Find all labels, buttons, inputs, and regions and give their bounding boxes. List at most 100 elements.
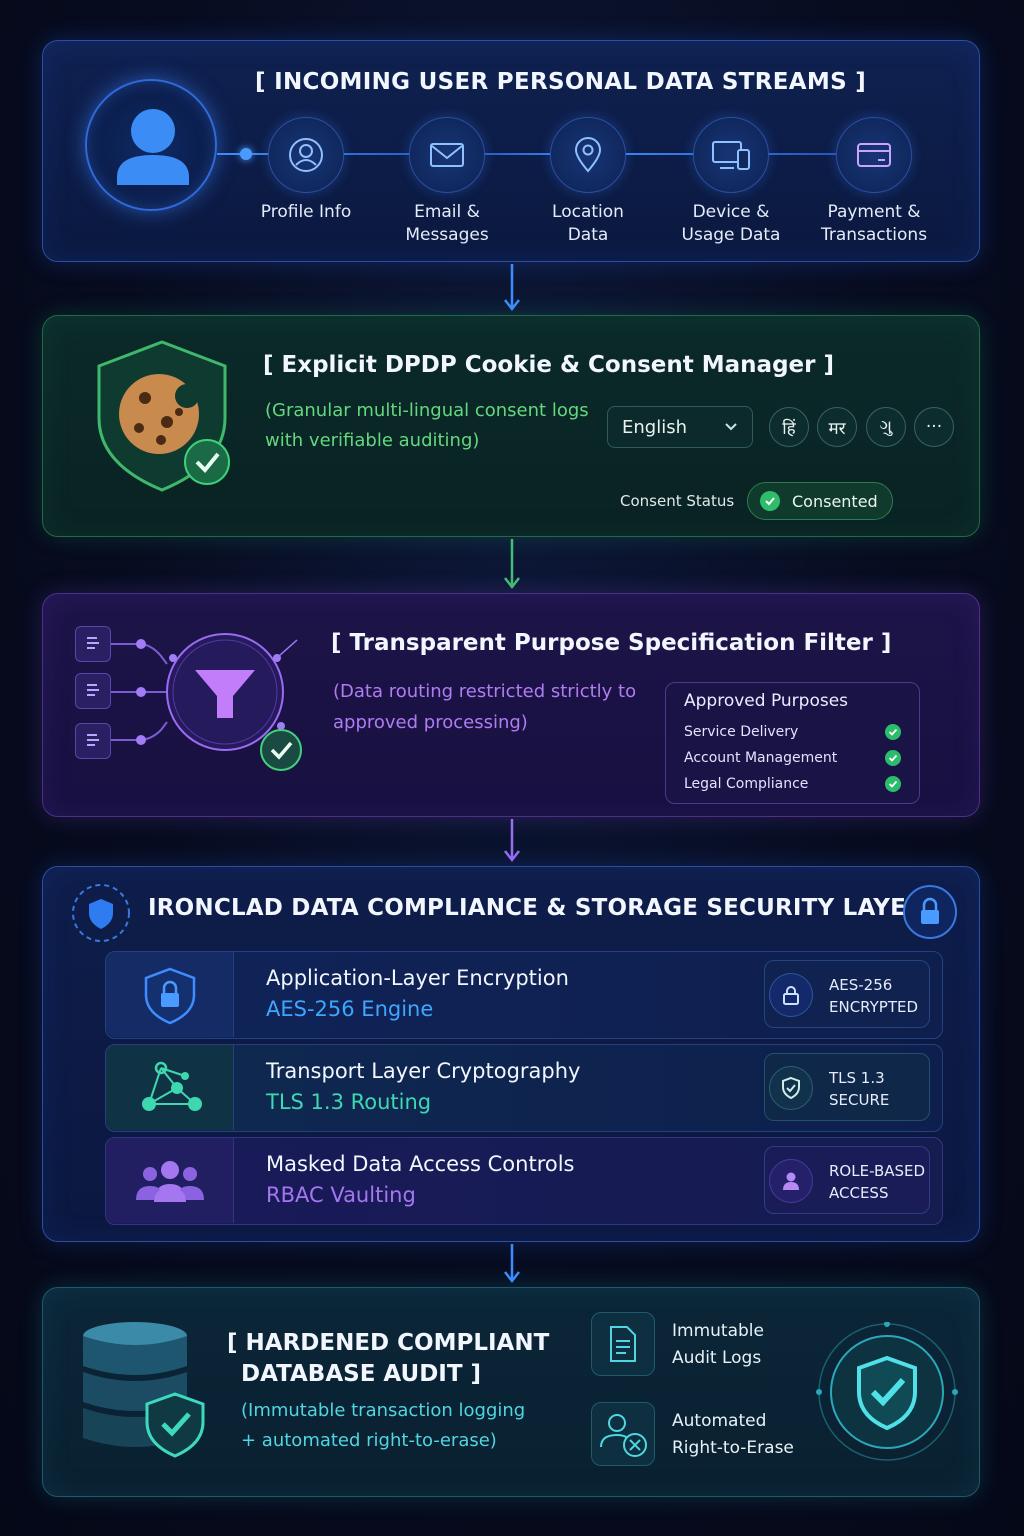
credit-card-icon [836, 117, 912, 193]
purpose-item-label: Service Delivery [684, 724, 799, 740]
language-selected-value: English [622, 416, 687, 438]
stream-label: Email & Messages [405, 202, 489, 245]
network-nodes-icon [106, 1045, 234, 1130]
badge-line: ROLE-BASED [829, 1162, 926, 1180]
data-streams-panel: [ INCOMING USER PERSONAL DATA STREAMS ] … [42, 40, 980, 262]
audit-title: [ HARDENED COMPLIANT DATABASE AUDIT ] [227, 1328, 549, 1390]
check-icon [885, 750, 901, 766]
stream-location-data: Location Data [518, 117, 658, 247]
flow-arrow [504, 264, 520, 312]
security-layer-panel: IRONCLAD DATA COMPLIANCE & STORAGE SECUR… [42, 866, 980, 1242]
language-select[interactable]: English [607, 406, 753, 448]
users-group-icon [106, 1138, 234, 1223]
feature-line: Immutable [672, 1321, 764, 1341]
feature-audit-logs: Immutable Audit Logs [672, 1318, 764, 1372]
document-icon [591, 1312, 655, 1376]
stream-label: Payment & Transactions [820, 202, 928, 245]
lock-icon [903, 885, 957, 939]
security-row-access: Masked Data Access Controls RBAC Vaultin… [105, 1137, 943, 1225]
purpose-item: Account Management [684, 745, 901, 771]
rbac-badge: ROLE-BASED ACCESS [764, 1146, 930, 1214]
flow-arrow [504, 819, 520, 863]
purpose-item-label: Legal Compliance [684, 776, 809, 792]
user-remove-icon [591, 1402, 655, 1466]
audit-title-line: DATABASE AUDIT ] [241, 1361, 482, 1387]
consent-status-value: Consented [792, 491, 878, 511]
consent-manager-panel: [ Explicit DPDP Cookie & Consent Manager… [42, 315, 980, 537]
stream-device-usage: Device & Usage Data [661, 117, 801, 247]
chevron-down-icon [725, 423, 737, 431]
stream-connector-line [217, 153, 837, 155]
security-row-transport: Transport Layer Cryptography TLS 1.3 Rou… [105, 1044, 943, 1132]
purpose-item-label: Account Management [684, 750, 838, 766]
shield-check-icon [769, 1066, 813, 1110]
audit-title-line: [ HARDENED COMPLIANT [227, 1330, 550, 1356]
stream-label: Location Data [552, 202, 624, 245]
badge-line: SECURE [829, 1091, 890, 1109]
stream-email-messages: Email & Messages [377, 117, 517, 247]
cookie-shield-icon [97, 340, 230, 492]
check-icon [885, 776, 901, 792]
purpose-filter-panel: [ Transparent Purpose Specification Filt… [42, 593, 980, 817]
shield-icon [72, 884, 130, 942]
database-shield-icon [83, 1322, 205, 1458]
badge-line: ACCESS [829, 1184, 889, 1202]
security-row-name: Application-Layer Encryption [266, 966, 569, 990]
more-languages-button[interactable]: ··· [914, 407, 954, 447]
security-row-sub: AES-256 Engine [266, 997, 434, 1021]
purpose-subtitle: (Data routing restricted strictly to app… [333, 681, 637, 733]
shield-lock-icon [106, 952, 234, 1037]
purpose-item: Service Delivery [684, 719, 901, 745]
language-chip-hindi[interactable]: हिं [769, 407, 809, 447]
audit-subtitle: (Immutable transaction logging + automat… [241, 1396, 525, 1456]
audit-subtitle-line: + automated right-to-erase) [241, 1430, 497, 1451]
stream-label: Device & Usage Data [681, 202, 781, 245]
security-row-name: Transport Layer Cryptography [266, 1059, 581, 1083]
document-icon [75, 626, 111, 662]
lock-icon [769, 973, 813, 1017]
approved-purposes-card: Approved Purposes Service Delivery Accou… [665, 682, 920, 804]
purpose-item: Legal Compliance [684, 771, 901, 797]
consent-status-badge: Consented [747, 482, 893, 520]
purpose-title: [ Transparent Purpose Specification Filt… [331, 630, 892, 656]
user-avatar [85, 79, 217, 211]
shield-check-icon [816, 1322, 958, 1461]
security-title: IRONCLAD DATA COMPLIANCE & STORAGE SECUR… [148, 895, 924, 921]
consent-title: [ Explicit DPDP Cookie & Consent Manager… [263, 352, 835, 378]
streams-title: [ INCOMING USER PERSONAL DATA STREAMS ] [255, 69, 867, 95]
stream-start-dot [240, 148, 252, 160]
envelope-icon [409, 117, 485, 193]
map-pin-icon [550, 117, 626, 193]
security-row-sub: TLS 1.3 Routing [266, 1090, 432, 1114]
feature-line: Right-to-Erase [672, 1438, 794, 1458]
audit-subtitle-line: (Immutable transaction logging [241, 1400, 526, 1421]
flow-arrow [504, 1244, 520, 1284]
badge-line: AES-256 [829, 976, 893, 994]
document-icon [75, 673, 111, 709]
stream-payment-transactions: Payment & Transactions [804, 117, 944, 247]
feature-line: Audit Logs [672, 1348, 762, 1368]
approved-purposes-header: Approved Purposes [684, 691, 849, 711]
user-icon [117, 109, 189, 185]
language-chip-marathi[interactable]: मर [817, 407, 857, 447]
security-row-encryption: Application-Layer Encryption AES-256 Eng… [105, 951, 943, 1039]
consent-subtitle: (Granular multi-lingual consent logs wit… [265, 400, 589, 451]
security-row-sub: RBAC Vaulting [266, 1183, 416, 1207]
document-icon [75, 723, 111, 759]
check-icon [760, 491, 780, 511]
language-chip-gujarati[interactable]: ગુ [866, 407, 906, 447]
feature-right-to-erase: Automated Right-to-Erase [672, 1408, 794, 1462]
funnel-filter-icon [111, 633, 302, 771]
badge-line: ENCRYPTED [829, 998, 919, 1016]
check-icon [885, 724, 901, 740]
security-row-name: Masked Data Access Controls [266, 1152, 575, 1176]
feature-line: Automated [672, 1411, 767, 1431]
user-circle-icon [268, 117, 344, 193]
flow-arrow [504, 539, 520, 590]
devices-icon [693, 117, 769, 193]
stream-label: Profile Info [260, 202, 352, 222]
user-icon [769, 1159, 813, 1203]
badge-line: TLS 1.3 [829, 1069, 885, 1087]
